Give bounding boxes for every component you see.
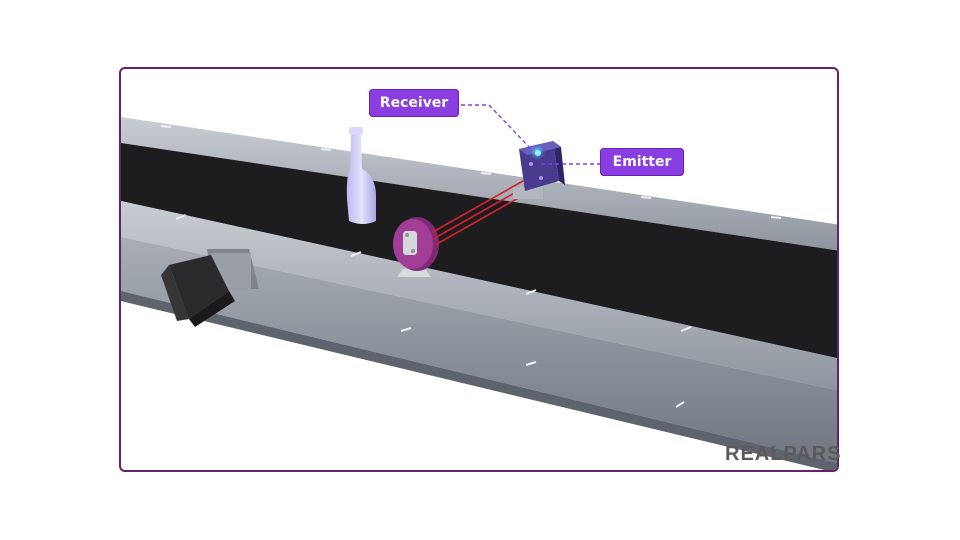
front-rail-flange: [121, 291, 837, 470]
back-rail-top: [121, 117, 837, 251]
front-side-slots: [400, 327, 685, 408]
front-rail-top: [121, 201, 837, 391]
laser-beams: [430, 180, 528, 246]
photoelectric-sensor-icon: [513, 141, 565, 199]
illustration-frame: [119, 67, 839, 472]
front-rail-slots: [175, 214, 692, 332]
realpars-logo: REALPARS: [725, 443, 842, 465]
bottle-icon: [346, 127, 377, 224]
callout-connectors: [461, 104, 601, 165]
conveyor-belt: [121, 143, 837, 359]
back-rail-slots: [160, 125, 782, 219]
conveyor-scene: [121, 104, 837, 470]
stepper-motor-icon: [161, 249, 259, 327]
front-rail-side: [121, 237, 837, 464]
emitter-callout: Emitter: [600, 148, 684, 176]
receiver-callout: Receiver: [369, 89, 459, 117]
reflector-icon: [393, 217, 439, 277]
